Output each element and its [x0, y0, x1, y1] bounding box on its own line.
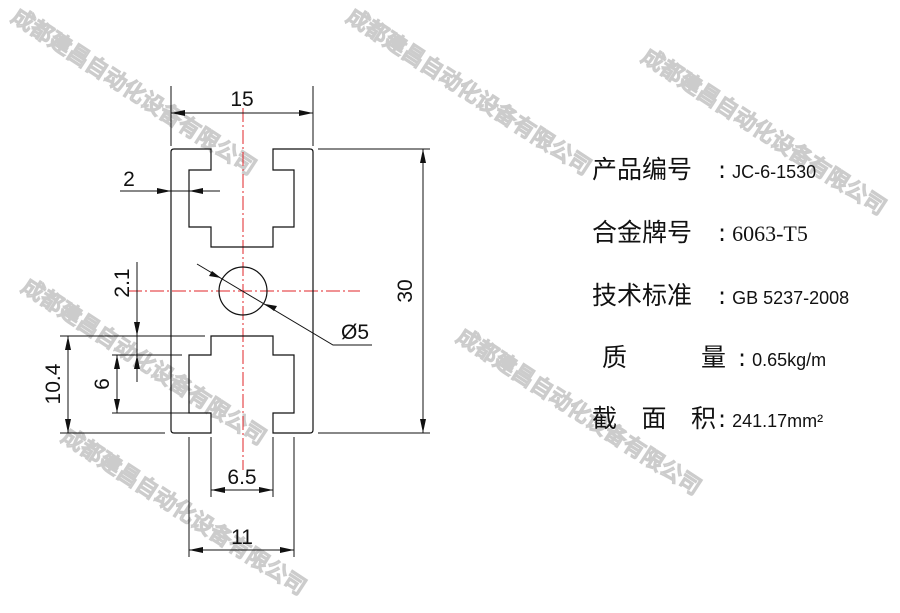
watermark-text: 成都建昌自动化设备有限公司 [342, 3, 596, 181]
watermark-text: 成都建昌自动化设备有限公司 [17, 273, 271, 451]
spec-label: 质量 [602, 343, 726, 372]
dimension-arrows [65, 110, 426, 553]
dim-opening-6-5: 6.5 [227, 466, 256, 489]
dim-slot-width-11: 11 [231, 526, 253, 549]
spec-standard: 技术标准: GB 5237-2008 [592, 276, 849, 312]
dim-hole-diameter: Ø5 [341, 321, 369, 344]
spec-section-area: 截面积: 241.17mm² [592, 399, 823, 435]
profile-outline [170, 148, 314, 434]
spec-value: 0.65kg/m [752, 350, 827, 370]
spec-value: 6063-T5 [732, 221, 808, 246]
dim-gap-2-1: 2.1 [111, 268, 134, 297]
spec-value: 241.17mm² [732, 411, 824, 431]
dim-width-15: 15 [230, 88, 253, 111]
spec-label: 技术标准 [592, 281, 693, 310]
spec-weight: 质量: 0.65kg/m [592, 338, 826, 374]
dim-wall-2: 2 [123, 168, 135, 191]
dimension-lines [60, 86, 430, 557]
spec-label: 产品编号 [592, 155, 693, 184]
dim-slot-depth-6: 6 [91, 378, 114, 390]
center-lines [128, 108, 360, 470]
spec-value: GB 5237-2008 [732, 288, 850, 308]
spec-label: 合金牌号 [592, 218, 693, 247]
spec-alloy: 合金牌号: 6063-T5 [592, 213, 808, 249]
watermark-text: 成都建昌自动化设备有限公司 [637, 43, 891, 221]
dim-slot-total-10-4: 10.4 [42, 363, 65, 404]
watermark-text: 成都建昌自动化设备有限公司 [7, 3, 261, 181]
spec-value: JC-6-1530 [732, 162, 817, 182]
spec-product-code: 产品编号: JC-6-1530 [592, 150, 816, 186]
dim-height-30: 30 [394, 279, 417, 302]
center-hole [218, 266, 268, 316]
spec-label: 截面积 [592, 404, 716, 433]
